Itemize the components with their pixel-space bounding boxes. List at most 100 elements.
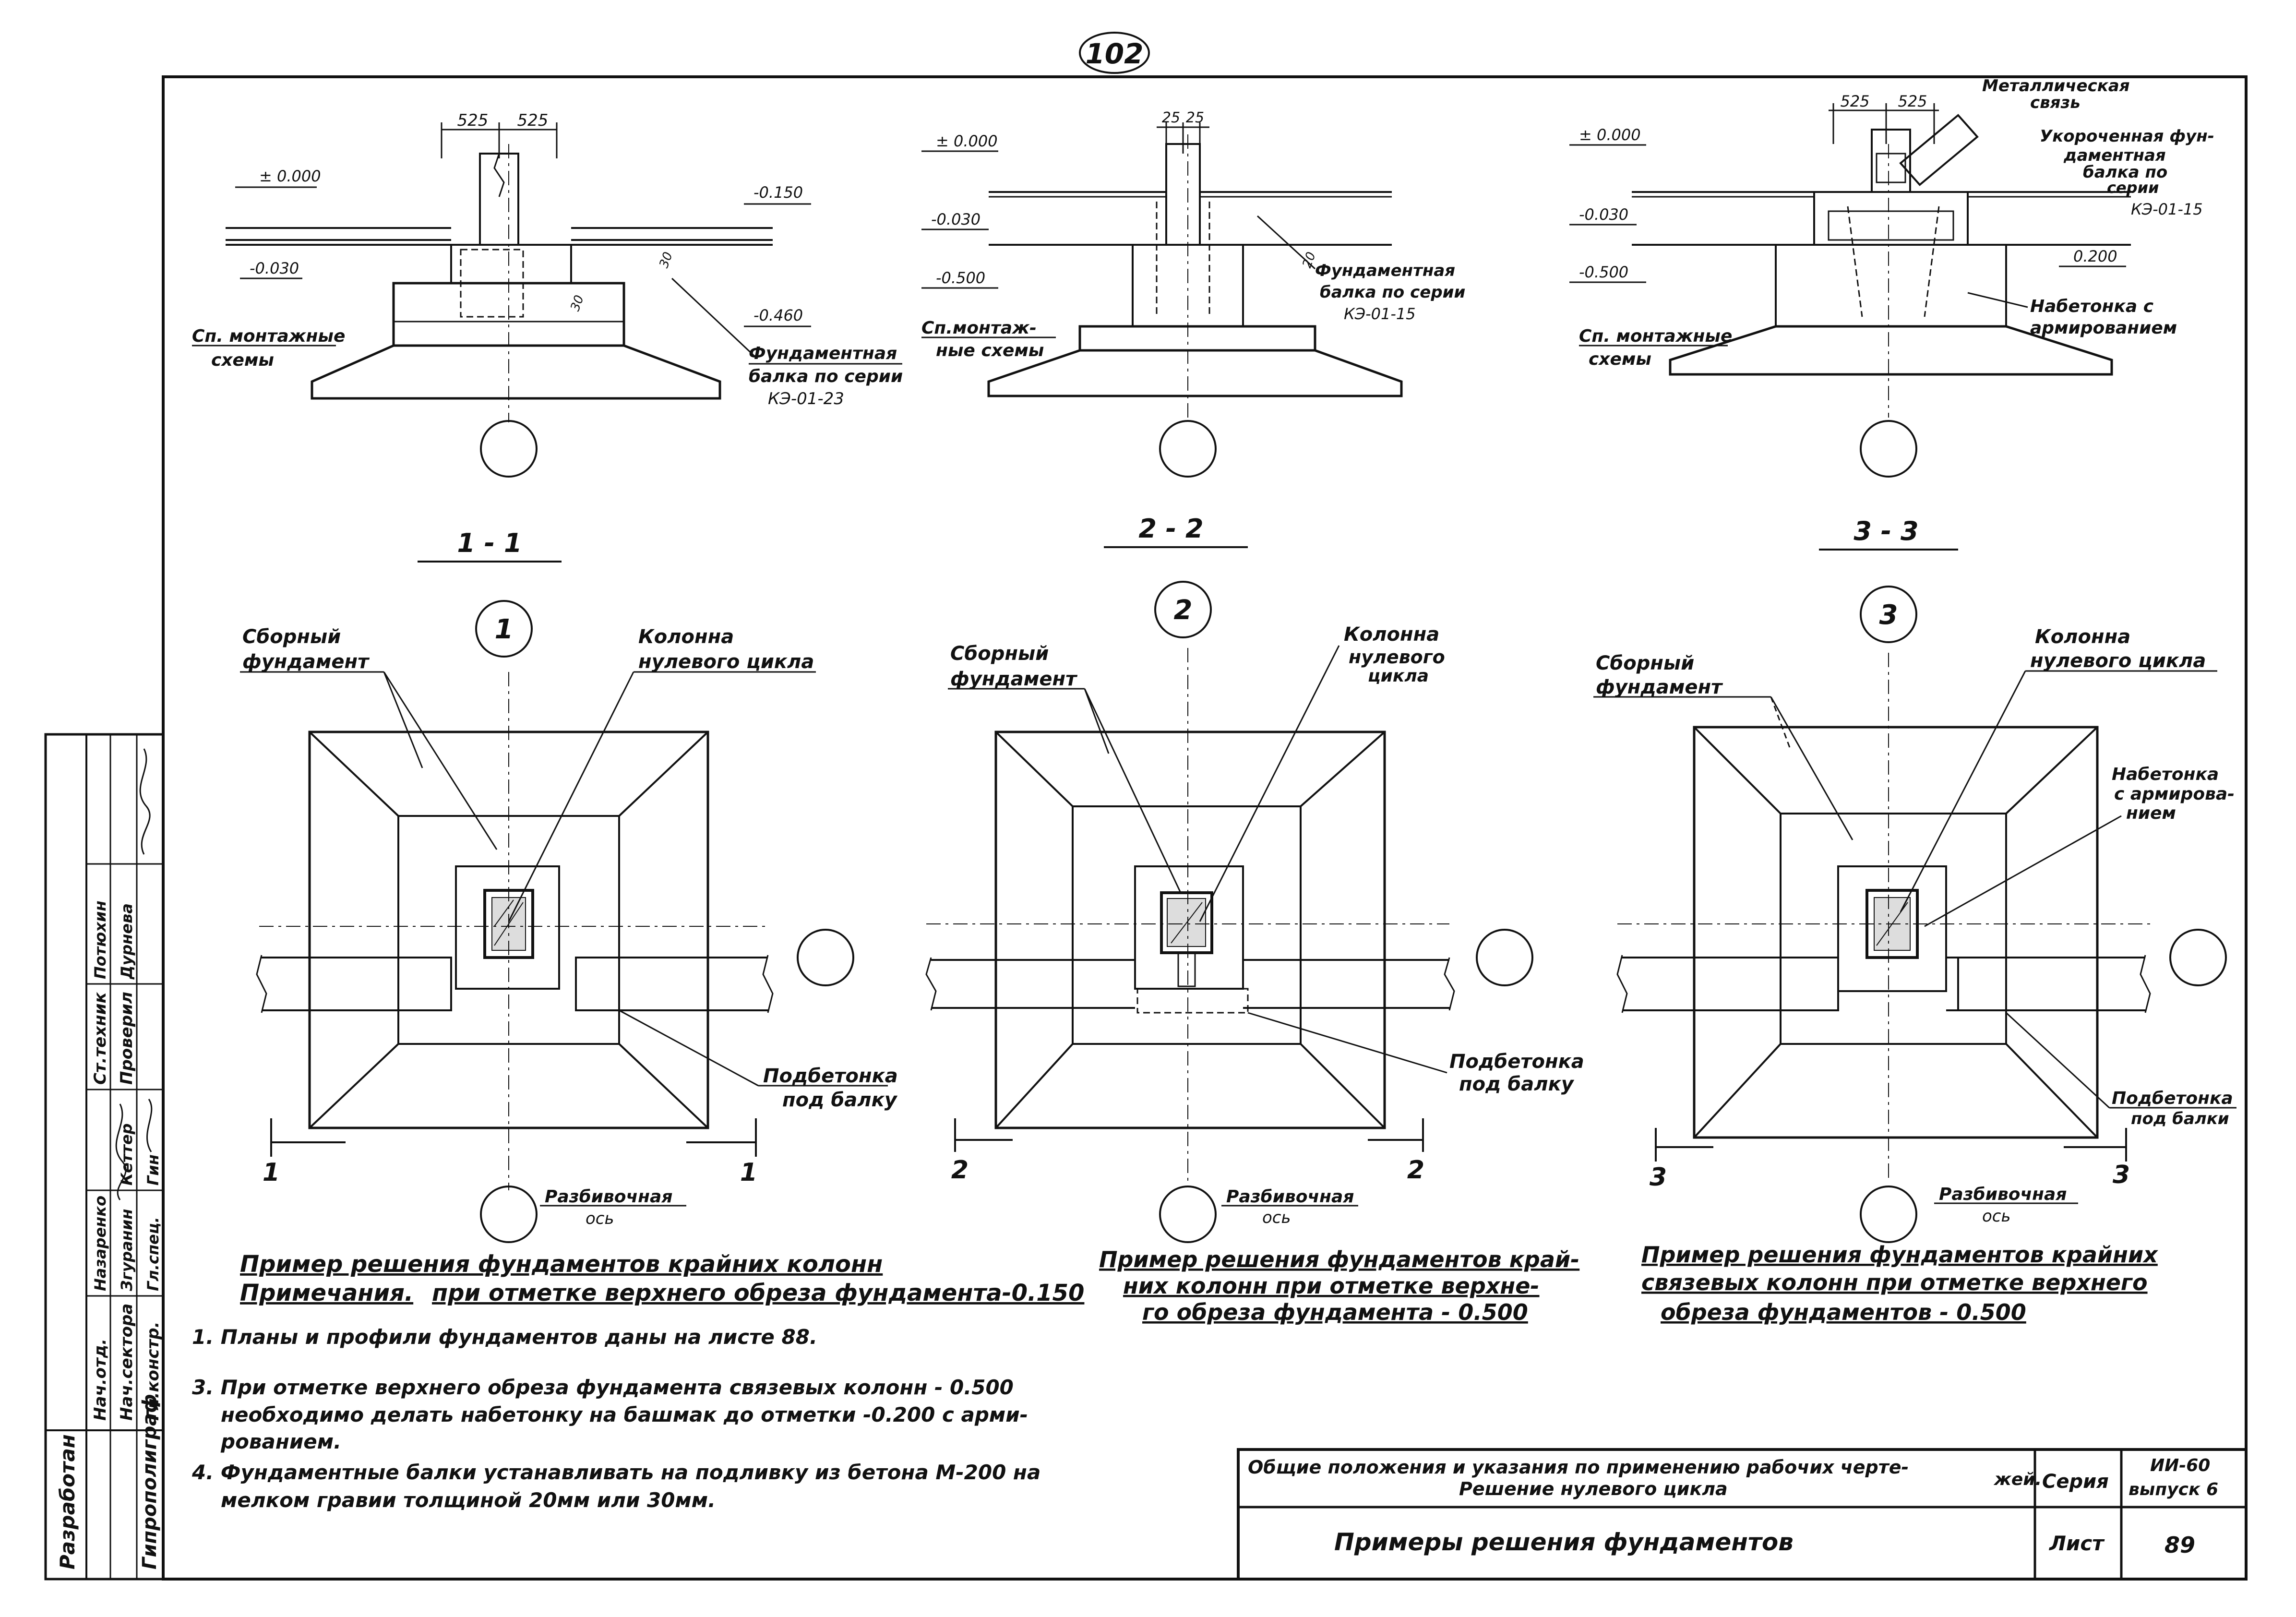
plan1-cut-left: 1 xyxy=(263,1158,280,1187)
p3-mark-0030: -0.030 xyxy=(1579,205,1628,224)
p1-beam-label-3: КЭ-01-23 xyxy=(768,389,844,408)
notes-heading: Примечания. xyxy=(240,1280,413,1306)
stamp-name-6: Дурнева xyxy=(118,903,136,980)
plan2-column-label-2: нулевого xyxy=(1349,647,1445,668)
tb-general-line-1: Общие положения и указания по применению… xyxy=(1248,1457,1909,1478)
plan-3: 3 3 Сборный фундамент Колонна нулевого ц… xyxy=(1593,626,2236,1243)
plan1-axis-label-2: ось xyxy=(586,1209,614,1228)
plan3-axis-label-1: Разбивочная xyxy=(1939,1185,2067,1204)
p3-beam-label-5: КЭ-01-15 xyxy=(2131,200,2203,218)
p2-beam-label-3: КЭ-01-15 xyxy=(1344,305,1416,323)
tb-general-line-1b: жей. xyxy=(1993,1470,2042,1489)
axis-mark-3: 3 xyxy=(1879,599,1898,631)
p3-beam-label-3: балка по xyxy=(2083,163,2167,182)
caption-3-line-2: связевых колонн при отметке верхнего xyxy=(1641,1270,2148,1295)
caption-1-line-2: при отметке верхнего обреза фундамента-0… xyxy=(432,1280,1084,1306)
plan3-under-label-1: Подбетонка xyxy=(2112,1089,2233,1108)
p1-mount-label-1: Сп. монтажные xyxy=(192,326,345,346)
caption-3-line-3: обреза фундаментов - 0.500 xyxy=(1661,1299,2026,1325)
plan3-concrete-label-1: Набетонка xyxy=(2112,765,2219,784)
section-title-3: 3 - 3 xyxy=(1854,516,1918,546)
note-1: 1. Планы и профили фундаментов даны на л… xyxy=(192,1325,817,1349)
plan3-concrete-label-2: с армирова- xyxy=(2114,784,2235,804)
plan3-cut-right: 3 xyxy=(2113,1161,2130,1189)
plan3-found-label-1: Сборный xyxy=(1596,652,1694,674)
p2-mark-0030: -0.030 xyxy=(931,210,981,228)
p1-mark-0000: ± 0.000 xyxy=(259,167,321,185)
p3-mount-label-2: схемы xyxy=(1589,349,1651,369)
plan1-found-label-1: Сборный xyxy=(242,626,341,648)
tb-sheet-label: Лист xyxy=(2048,1532,2105,1555)
plan3-axis-label-2: ось xyxy=(1982,1207,2011,1226)
profile-1: 525 525 ± 0.000 -0.030 -0.150 -0.460 30 … xyxy=(192,111,903,478)
stamp-org-2: Гипрополиграф xyxy=(139,1394,161,1569)
side-stamp: Разработан Гипрополиграф Нач.отд. Нач.се… xyxy=(44,733,165,1581)
p2-beam-label-1: Фундаментная xyxy=(1315,261,1455,280)
plan3-concrete-label-3: нием xyxy=(2126,803,2176,823)
note-3-line-1: 3. При отметке верхнего обреза фундамент… xyxy=(192,1376,1014,1399)
plan3-column-label-1: Колонна xyxy=(2035,626,2130,648)
section-title-2: 2 - 2 xyxy=(1138,514,1203,544)
stamp-role-1: Нач.отд. xyxy=(91,1339,110,1421)
p3-mark-0000: ± 0.000 xyxy=(1579,126,1641,144)
tb-series-label: Серия xyxy=(2042,1471,2109,1493)
stamp-name-5: Потюхин xyxy=(91,900,109,979)
tb-series-value-2: выпуск 6 xyxy=(2129,1480,2218,1499)
plan1-cut-right: 1 xyxy=(740,1158,757,1187)
plan2-cut-right: 2 xyxy=(1407,1156,1424,1185)
axis-circle-1 xyxy=(475,600,533,658)
p2-dim-right: 25 xyxy=(1186,109,1204,126)
plan1-axis-label-1: Разбивочная xyxy=(545,1187,672,1207)
plan-1: 1 1 Сборный фундамент Колонна нулевого ц… xyxy=(240,626,898,1243)
plan2-under-label-1: Подбетонка xyxy=(1449,1051,1584,1073)
stamp-role-3: Гл.констр. xyxy=(144,1321,163,1421)
p3-metal-label-1: Металлическая xyxy=(1982,76,2130,96)
profile-3: 525 525 ± 0.000 -0.030 -0.500 0.200 Сп. … xyxy=(1569,76,2214,478)
p3-concrete-label-1: Набетонка с xyxy=(2030,297,2153,316)
p2-mount-label-1: Сп.монтаж- xyxy=(921,318,1037,338)
p1-mark-0150: -0.150 xyxy=(753,183,803,202)
axis-mark-2: 2 xyxy=(1174,595,1193,626)
p2-dim-left: 25 xyxy=(1162,109,1180,126)
plan-2: 2 2 Сборный фундамент Колонна нулевого ц… xyxy=(925,623,1584,1243)
note-3-line-3: рованием. xyxy=(220,1430,341,1453)
plan1-found-label-2: фундамент xyxy=(242,651,370,673)
stamp-role-2: Нач.сектора xyxy=(117,1304,136,1421)
axis-mark-1: 1 xyxy=(495,614,514,645)
plan1-under-label-1: Подбетонка xyxy=(763,1065,898,1087)
plan2-under-label-2: под балку xyxy=(1459,1073,1575,1095)
caption-1-line-1: Пример решения фундаментов крайних колон… xyxy=(240,1251,883,1278)
plan2-axis-label-1: Разбивочная xyxy=(1226,1187,1354,1207)
stamp-signature-3 xyxy=(146,1099,153,1152)
p3-mark-0200: 0.200 xyxy=(2073,247,2117,265)
plan2-found-label-2: фундамент xyxy=(950,668,1078,690)
note-4-line-1: 4. Фундаментные балки устанавливать на п… xyxy=(191,1461,1040,1484)
plan1-column-label-2: нулевого цикла xyxy=(638,651,814,673)
stamp-role-4: Гл.спец. xyxy=(144,1217,162,1291)
plan3-column-label-2: нулевого цикла xyxy=(2030,650,2206,672)
stamp-name-2: Згуранин xyxy=(118,1209,136,1292)
axis-circle-3 xyxy=(1860,586,1917,643)
title-block: Общие положения и указания по применению… xyxy=(1237,1448,2248,1581)
plan2-found-label-1: Сборный xyxy=(950,643,1049,665)
p2-beam-label-2: балка по серии xyxy=(1320,283,1465,302)
stamp-role-5: Ст.техник xyxy=(91,992,110,1085)
plan3-cut-left: 3 xyxy=(1650,1163,1667,1192)
p1-small-30a: 30 xyxy=(657,250,676,270)
tb-general-line-2: Решение нулевого цикла xyxy=(1459,1478,1728,1499)
stamp-signature-1 xyxy=(139,748,151,855)
p1-small-30b: 30 xyxy=(568,293,587,313)
stamp-signature-2 xyxy=(115,1103,127,1200)
section-title-1: 1 - 1 xyxy=(457,528,522,558)
sheet-frame xyxy=(162,75,2248,1581)
plan2-column-label-1: Колонна xyxy=(1344,623,1439,646)
p1-mount-label-2: схемы xyxy=(211,350,274,370)
caption-2-line-1: Пример решения фундаментов край- xyxy=(1099,1246,1579,1272)
plan1-column-label-1: Колонна xyxy=(638,626,734,648)
stamp-name-4: Кеттер xyxy=(118,1123,136,1186)
plan2-cut-left: 2 xyxy=(951,1156,969,1185)
plan2-axis-label-2: ось xyxy=(1262,1208,1291,1227)
stamp-role-6: Проверил xyxy=(117,992,136,1085)
p1-dim-right: 525 xyxy=(517,111,549,130)
